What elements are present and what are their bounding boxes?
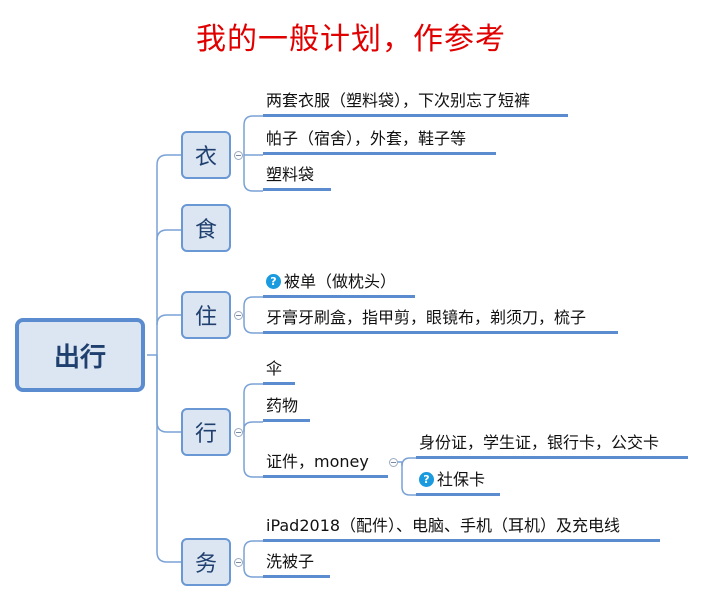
subleaf-item[interactable]: 身份证，学生证，银行卡，公交卡 [416, 431, 688, 459]
leaf-label: 社保卡 [437, 470, 486, 489]
category-node-tasks[interactable]: 务 [181, 538, 231, 586]
collapse-toggle[interactable] [389, 458, 398, 467]
category-node-food[interactable]: 食 [181, 204, 231, 252]
category-node-travel[interactable]: 行 [181, 408, 231, 456]
leaf-item[interactable]: 塑料袋 [263, 163, 331, 191]
leaf-item[interactable]: 洗被子 [263, 550, 330, 578]
category-node-lodging[interactable]: 住 [181, 291, 231, 339]
subleaf-item-with-question[interactable]: ?社保卡 [416, 468, 500, 496]
collapse-toggle[interactable] [234, 311, 243, 320]
leaf-item[interactable]: 伞 [263, 357, 295, 385]
collapse-toggle[interactable] [234, 558, 243, 567]
leaf-label: 被单（做枕头） [284, 272, 397, 291]
page-title: 我的一般计划，作参考 [196, 22, 506, 57]
leaf-item[interactable]: 证件，money [263, 450, 388, 478]
category-node-clothing[interactable]: 衣 [181, 131, 231, 179]
question-icon: ? [266, 274, 281, 289]
collapse-toggle[interactable] [234, 151, 243, 160]
question-icon: ? [419, 472, 434, 487]
leaf-item[interactable]: iPad2018（配件）、电脑、手机（耳机）及充电线 [263, 514, 660, 542]
leaf-item[interactable]: 药物 [263, 394, 310, 422]
leaf-item[interactable]: 两套衣服（塑料袋），下次别忘了短裤 [263, 89, 568, 117]
leaf-item-with-question[interactable]: ?被单（做枕头） [263, 270, 415, 298]
root-node[interactable]: 出行 [15, 318, 145, 392]
collapse-toggle[interactable] [234, 428, 243, 437]
leaf-item[interactable]: 牙膏牙刷盒，指甲剪，眼镜布，剃须刀，梳子 [263, 306, 618, 334]
leaf-item[interactable]: 帕子（宿舍），外套，鞋子等 [263, 127, 496, 155]
